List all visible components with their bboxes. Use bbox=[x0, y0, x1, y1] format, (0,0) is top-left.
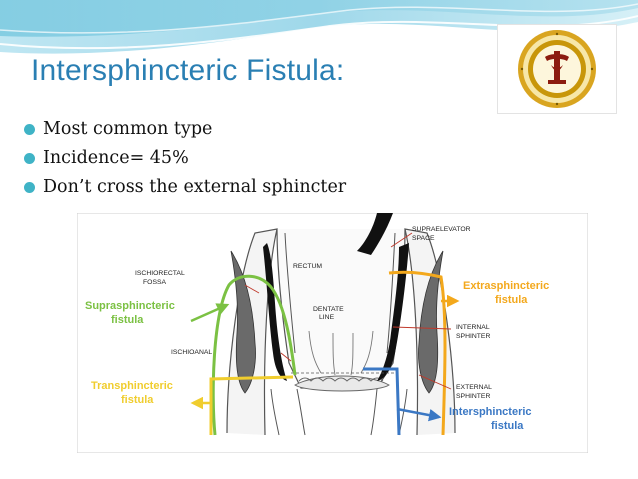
medical-emblem-logo bbox=[497, 24, 617, 114]
label-ischioanal: ISCHIOANAL bbox=[171, 349, 212, 356]
bullet-text: Don’t cross the external sphincter bbox=[43, 177, 347, 197]
bullet-dot-icon bbox=[24, 124, 35, 135]
label-dentate: DENTATE bbox=[313, 306, 344, 313]
label-external: EXTERNAL bbox=[456, 384, 492, 391]
bullet-list: Most common type Incidence= 45% Don’t cr… bbox=[22, 116, 346, 203]
label-line: LINE bbox=[319, 314, 335, 321]
bullet-item: Incidence= 45% bbox=[22, 145, 346, 174]
label-ischiorectal: ISCHIORECTAL bbox=[135, 270, 185, 277]
label-extrasphincteric: Extrasphincteric bbox=[463, 280, 549, 292]
label-external-sphincter: SPHINTER bbox=[456, 393, 490, 400]
bullet-dot-icon bbox=[24, 182, 35, 193]
label-rectum: RECTUM bbox=[293, 263, 322, 270]
bullet-item: Don’t cross the external sphincter bbox=[22, 174, 346, 203]
label-extrasphincteric-fistula: fistula bbox=[495, 294, 528, 306]
label-intersphincteric: Intersphincteric bbox=[449, 406, 532, 418]
label-supraelevator: SUPRAELEVATOR bbox=[412, 226, 471, 233]
fistula-anatomy-diagram: SUPRAELEVATOR SPACE ISCHIORECTAL FOSSA R… bbox=[77, 213, 588, 453]
label-suprasphincteric-fistula: fistula bbox=[111, 314, 144, 326]
label-transphincteric-fistula: fistula bbox=[121, 394, 154, 406]
label-internal: INTERNAL bbox=[456, 324, 490, 331]
label-intersphincteric-fistula: fistula bbox=[491, 420, 524, 432]
label-transphincteric: Transphincteric bbox=[91, 380, 173, 392]
bullet-text: Most common type bbox=[43, 119, 213, 139]
label-fossa: FOSSA bbox=[143, 279, 167, 286]
label-internal-sphincter: SPHINTER bbox=[456, 333, 490, 340]
slide-title: Intersphincteric Fistula: bbox=[31, 54, 345, 87]
bullet-item: Most common type bbox=[22, 116, 346, 145]
bullet-text: Incidence= 45% bbox=[43, 148, 189, 168]
label-space: SPACE bbox=[412, 235, 435, 242]
bullet-dot-icon bbox=[24, 153, 35, 164]
label-suprasphincteric: Suprasphincteric bbox=[85, 300, 175, 312]
